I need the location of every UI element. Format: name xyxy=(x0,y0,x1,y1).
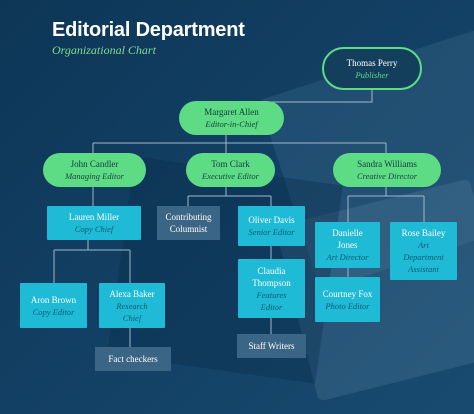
node-role: Copy Chief xyxy=(74,224,114,234)
node-name: Oliver Davis xyxy=(248,215,295,225)
node-role: Photo Editor xyxy=(325,300,370,311)
node-name: Margaret Allen xyxy=(204,107,259,117)
node-research-chief: Alexa Baker Research Chief xyxy=(99,283,165,328)
node-name: Tom Clark xyxy=(211,159,250,169)
node-name: Thomas Perry xyxy=(346,57,398,68)
node-name: Alexa Baker xyxy=(109,288,155,299)
node-executive-editor: Tom Clark Executive Editor xyxy=(186,153,275,187)
node-editor-in-chief: Margaret Allen Editor-in-Chief xyxy=(179,101,284,135)
node-photo-editor: Courtney Fox Photo Editor xyxy=(315,277,380,322)
node-name: Contributing Columnist xyxy=(165,212,212,234)
node-role: Executive Editor xyxy=(202,171,259,181)
node-copy-chief: Lauren Miller Copy Chief xyxy=(47,206,141,240)
node-name: Sandra Williams xyxy=(357,159,417,169)
node-name: John Candler xyxy=(70,159,119,169)
node-contributing-columnist: Contributing Columnist xyxy=(157,206,220,240)
node-name: Claudia Thompson xyxy=(252,265,291,288)
node-senior-editor: Oliver Davis Senior Editor xyxy=(238,206,305,246)
node-role: Research Chief xyxy=(116,300,148,323)
node-art-assistant: Rose Bailey Art Department Assistant xyxy=(390,222,457,280)
node-name: Courtney Fox xyxy=(322,288,373,299)
node-features-editor: Claudia Thompson Features Editor xyxy=(238,259,305,318)
node-name: Rose Bailey xyxy=(401,228,446,238)
node-staff-writers: Staff Writers xyxy=(237,334,306,358)
node-role: Editor-in-Chief xyxy=(205,119,258,129)
node-art-director: Danielle Jones Art Director xyxy=(315,222,380,268)
chart-subtitle: Organizational Chart xyxy=(52,43,156,57)
node-role: Creative Director xyxy=(356,171,418,181)
node-role: Features Editor xyxy=(256,289,287,312)
node-role: Art Department Assistant xyxy=(403,240,444,274)
node-role: Art Director xyxy=(326,252,369,262)
node-name: Aron Brown xyxy=(30,294,77,305)
chart-title: Editorial Department xyxy=(52,19,245,41)
node-role: Copy Editor xyxy=(32,306,75,317)
node-name: Danielle Jones xyxy=(332,228,363,250)
node-name: Staff Writers xyxy=(248,341,295,351)
connector-line xyxy=(266,89,373,103)
node-role: Managing Editor xyxy=(65,171,124,181)
node-copy-editor: Aron Brown Copy Editor xyxy=(20,283,87,328)
node-fact-checkers: Fact checkers xyxy=(95,347,171,371)
node-role: Publisher xyxy=(355,69,389,80)
node-creative-director: Sandra Williams Creative Director xyxy=(333,153,441,187)
node-publisher: Thomas Perry Publisher xyxy=(322,47,422,90)
node-name: Lauren Miller xyxy=(68,212,120,222)
node-managing-editor: John Candler Managing Editor xyxy=(43,153,146,187)
node-name: Fact checkers xyxy=(108,354,158,364)
node-role: Senior Editor xyxy=(248,227,295,237)
